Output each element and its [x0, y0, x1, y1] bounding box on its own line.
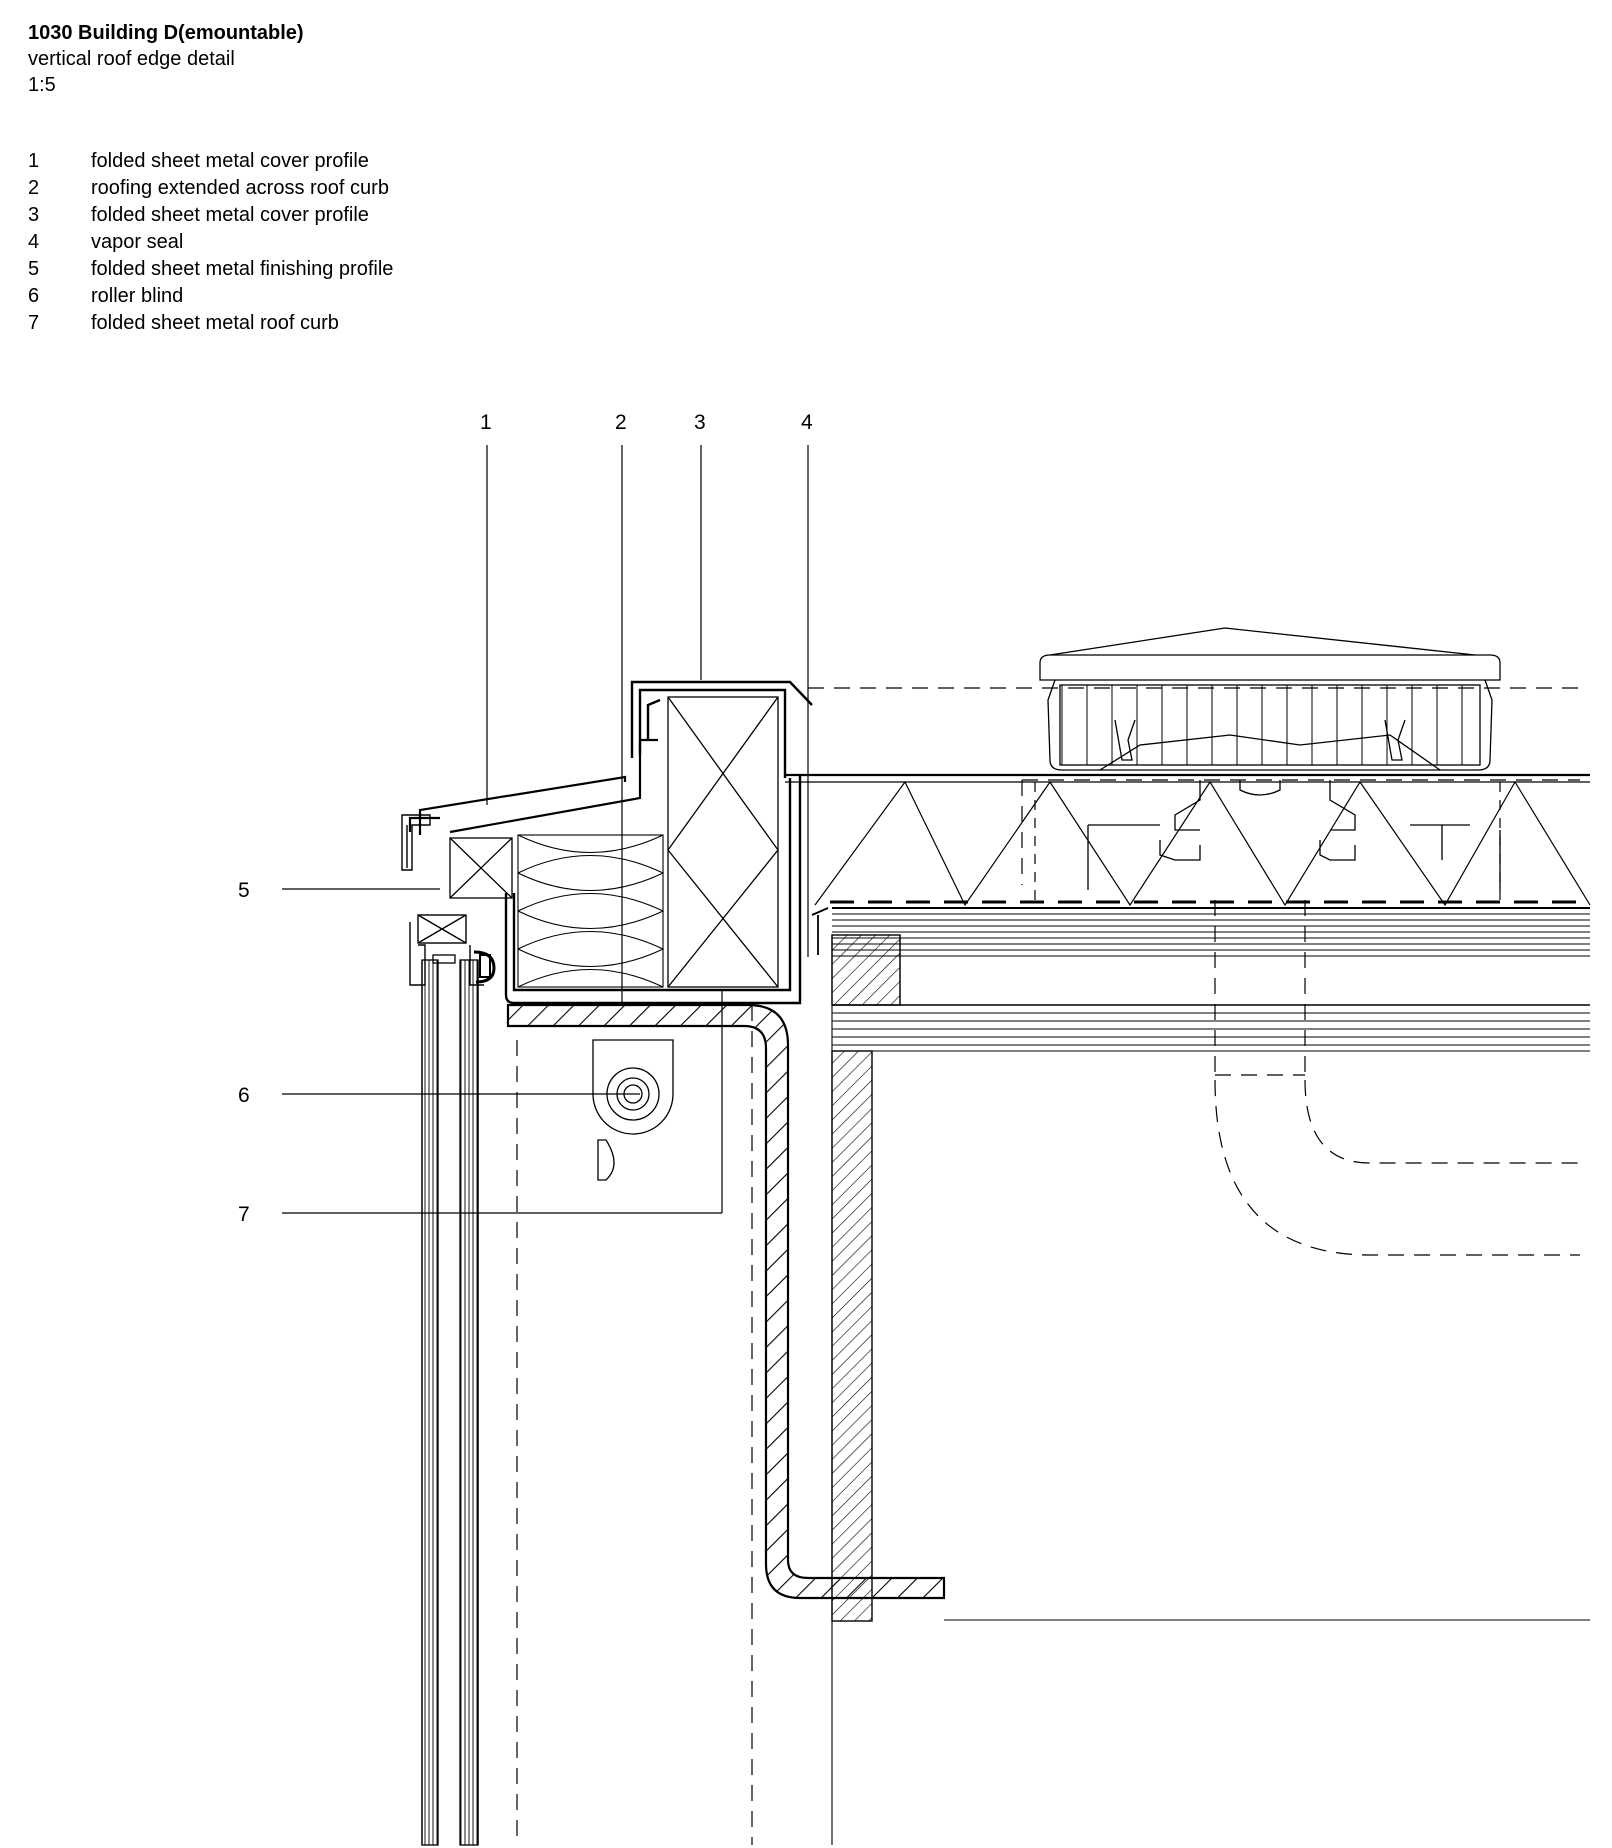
legend-text: folded sheet metal cover profile: [91, 204, 369, 226]
legend-number: 4: [28, 231, 40, 253]
callout-7: 7: [238, 1203, 250, 1226]
vapor-seal: [504, 775, 802, 1005]
legend-number: 1: [28, 150, 40, 172]
callout-labels: 1 2 3 4 5 6 7: [238, 411, 813, 1226]
frame-profile: [401, 814, 496, 986]
dashed-lines: [516, 687, 1580, 1845]
legend-number: 7: [28, 312, 40, 334]
callout-5: 5: [238, 879, 250, 902]
drawing-title: 1030 Building D(emountable): [28, 22, 304, 44]
legend-item: 4 vapor seal: [28, 229, 411, 256]
drawing-scale: 1:5: [28, 74, 56, 96]
legend: 1 folded sheet metal cover profile 2 roofi…: [28, 148, 411, 337]
legend-text: roller blind: [91, 285, 184, 307]
callout-4: 4: [801, 411, 813, 434]
legend-number: 5: [28, 258, 40, 280]
cover-profile-3: [630, 680, 813, 778]
roof-dome: [1039, 627, 1501, 890]
legend-item: 5 folded sheet metal finishing profile: [28, 256, 411, 283]
timber-blocks: [449, 696, 779, 988]
legend-item: 6 roller blind: [28, 283, 411, 310]
legend-text: folded sheet metal finishing profile: [91, 258, 394, 280]
legend-text: roofing extended across roof curb: [91, 177, 389, 199]
callout-6: 6: [238, 1084, 250, 1107]
legend-text: folded sheet metal cover profile: [91, 150, 369, 172]
roof-curb: [506, 1003, 946, 1600]
legend-number: 3: [28, 204, 40, 226]
legend-number: 6: [28, 285, 40, 307]
legend-item: 1 folded sheet metal cover profile: [28, 148, 411, 175]
cover-profile-1: [408, 738, 658, 835]
legend-text: vapor seal: [91, 231, 184, 253]
drawing-header: 1030 Building D(emountable) vertical roo…: [28, 20, 304, 98]
drawing-subtitle: vertical roof edge detail: [28, 48, 235, 70]
insulation-batt: [517, 834, 665, 988]
edge-batten: [811, 907, 829, 955]
legend-item: 7 folded sheet metal roof curb: [28, 310, 411, 337]
callout-3: 3: [694, 411, 706, 434]
legend-item: 3 folded sheet metal cover profile: [28, 202, 411, 229]
roof-buildup: [785, 773, 1591, 907]
roller-blind: [592, 1039, 674, 1181]
leader-lines: [282, 445, 809, 1214]
edge-beam: [831, 934, 901, 1622]
callout-2: 2: [615, 411, 627, 434]
legend-text: folded sheet metal roof curb: [91, 312, 339, 334]
callout-1: 1: [480, 411, 492, 434]
glazing-unit: [421, 954, 479, 1846]
legend-item: 2 roofing extended across roof curb: [28, 175, 411, 202]
roof-panel: [831, 907, 1590, 1845]
legend-number: 2: [28, 177, 40, 199]
